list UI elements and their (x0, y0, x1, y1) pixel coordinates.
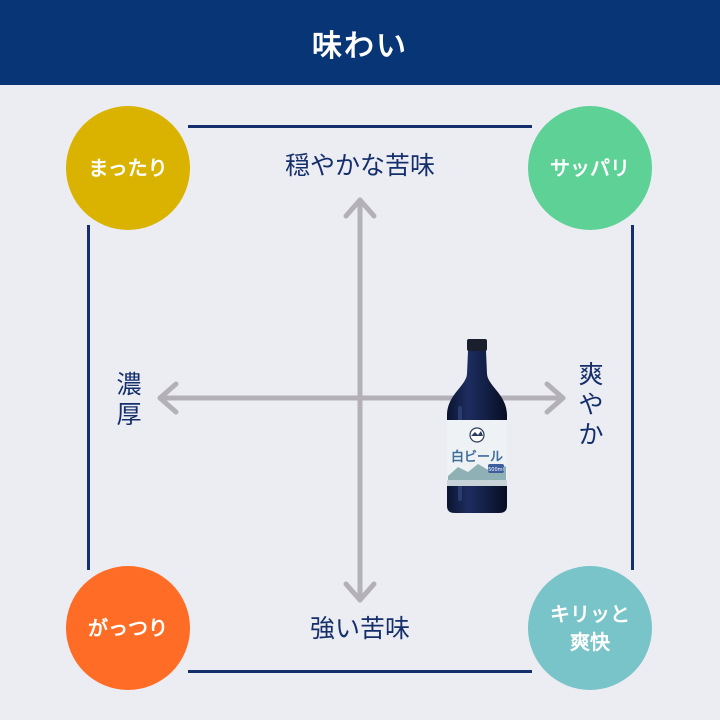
quadrant-bottom-right-circle: キリッと 爽快 (528, 566, 652, 690)
quadrant-bottom-right-label: キリッと 爽快 (550, 600, 630, 656)
quadrant-top-left-label: まったり (88, 154, 167, 182)
quadrant-top-right-circle: サッパリ (528, 106, 652, 230)
bottle-badge-text: 500ml (488, 467, 504, 473)
axis-label-left: 濃厚 (112, 370, 146, 430)
axis-label-bottom: 強い苦味 (300, 614, 420, 644)
bottle-cap (467, 339, 487, 351)
axis-label-top: 穏やかな苦味 (280, 151, 440, 181)
quadrant-top-left-circle: まったり (66, 106, 190, 230)
quadrant-top-right-label: サッパリ (550, 154, 630, 182)
axis-label-right: 爽やか (574, 360, 608, 450)
quadrant-bottom-left-circle: がっつり (66, 566, 190, 690)
bottle-label-text: 白ビール (451, 449, 503, 465)
beer-bottle-image: 白ビール 500ml (444, 336, 510, 516)
quadrant-bottom-left-label: がっつり (88, 614, 168, 642)
